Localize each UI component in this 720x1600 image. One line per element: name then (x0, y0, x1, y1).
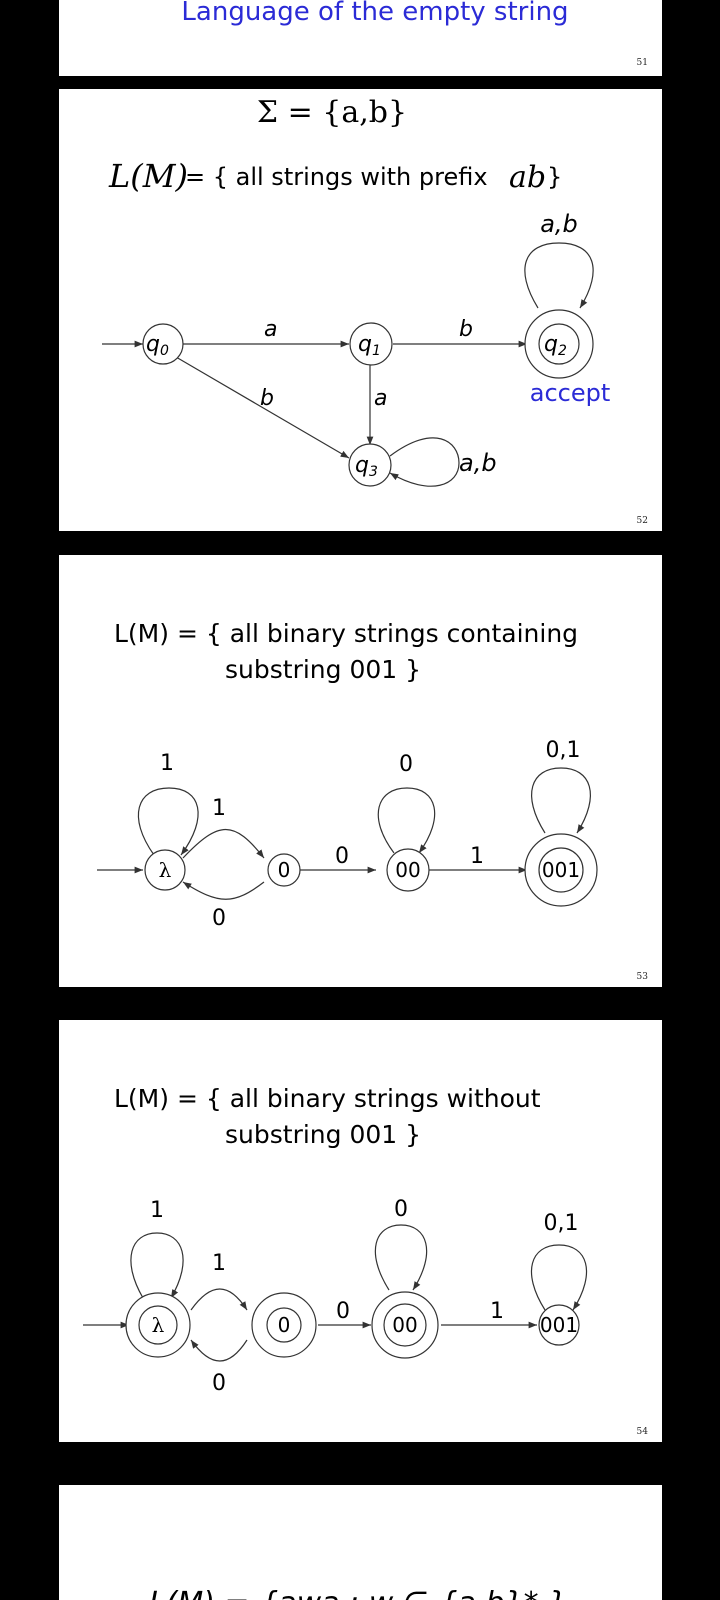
slide-51: Language of the empty string 51 (59, 0, 662, 76)
edge-0-to-lambda (182, 881, 265, 900)
edge-label-loop-00: 0 (394, 1197, 408, 1222)
state-001-outer (524, 833, 598, 907)
state-q2-inner (538, 323, 580, 365)
state-q3-label: q3 (355, 453, 378, 480)
state-0-outer (251, 1292, 317, 1358)
language-lhs: L(M) (108, 157, 188, 195)
edge-label-lambda-to-0: 1 (212, 1251, 226, 1276)
loop-lambda (137, 787, 199, 856)
page-number: 52 (636, 516, 648, 526)
edge-label-00-to-001: 1 (490, 1299, 504, 1324)
edge-label-0-to-00: 0 (335, 844, 349, 869)
state-q0-label: q0 (146, 332, 169, 359)
dfa-without-001-diagram: L(M) = { all binary strings without subs… (83, 1084, 588, 1396)
loop-q2 (524, 242, 594, 309)
state-00-label: 00 (392, 1313, 417, 1337)
state-q1 (349, 322, 393, 366)
loop-q3 (389, 437, 460, 487)
edge-label-lambda-loop: 1 (150, 1198, 164, 1223)
dfa-contains-001-diagram: L(M) = { all binary strings containing s… (97, 619, 598, 931)
language-prefix: ab (509, 160, 546, 195)
edge-label-lambda-to-0: 1 (212, 796, 226, 821)
edge-label-00-to-001: 1 (470, 844, 484, 869)
edge-label-q0-q3: b (260, 386, 274, 411)
language-description: = { all strings with prefix (185, 163, 488, 191)
state-q3 (348, 443, 392, 487)
edge-label-loop-00: 0 (399, 752, 413, 777)
state-q2-outer (524, 309, 594, 379)
slide-54: L(M) = { all binary strings without subs… (59, 1020, 662, 1442)
edge-label-loop-q2: a,b (540, 210, 578, 238)
slide-53: L(M) = { all binary strings containing s… (59, 555, 662, 987)
slide-55: L(M) = {awa : w ∈ {a,b}* } (59, 1485, 662, 1600)
edge-lambda-to-0 (182, 829, 265, 859)
loop-00 (374, 1224, 428, 1291)
state-lambda-inner (138, 1305, 178, 1345)
page-number: 54 (636, 1427, 648, 1437)
state-00-outer (371, 1291, 439, 1359)
loop-lambda (130, 1232, 184, 1299)
state-00-inner (383, 1303, 427, 1347)
loop-001 (530, 1244, 588, 1311)
state-q0 (142, 323, 184, 365)
state-q1-label: q1 (358, 332, 381, 359)
loop-001 (531, 767, 591, 834)
edge-label-loop-001: 0,1 (546, 738, 581, 763)
edge-label-q1-q3: a (374, 386, 387, 411)
slide-55-canvas: L(M) = {awa : w ∈ {a,b}* } (149, 1586, 567, 1600)
language-formula: L(M) = {awa : w ∈ {a,b}* } (149, 1586, 567, 1600)
edge-lambda-to-0 (190, 1288, 248, 1311)
language-line-2: substring 001 } (225, 1120, 421, 1149)
language-line-2: substring 001 } (225, 655, 421, 684)
state-001-label: 001 (540, 1313, 578, 1337)
page-number: 53 (636, 972, 648, 982)
alphabet-definition: Σ = {a,b} (257, 95, 407, 130)
accept-label: accept (530, 379, 611, 407)
state-001 (538, 1304, 580, 1346)
state-lambda-label: λ (152, 1313, 165, 1337)
edge-label-q1-q2: b (459, 317, 473, 342)
edge-label-loop-q3: a,b (459, 449, 497, 477)
state-001-label: 001 (542, 858, 580, 882)
loop-00 (377, 787, 436, 854)
edge-label-0-to-lambda: 0 (212, 906, 226, 931)
edge-label-0-to-lambda: 0 (212, 1371, 226, 1396)
edge-0-to-lambda (190, 1339, 248, 1362)
state-00-label: 00 (395, 858, 420, 882)
state-lambda (144, 849, 186, 891)
state-lambda-outer (125, 1292, 191, 1358)
state-0-label: 0 (278, 1313, 291, 1337)
state-0-label: 0 (278, 858, 291, 882)
slide-51-title: Language of the empty string (181, 0, 568, 27)
page-number: 51 (636, 58, 648, 68)
state-00 (386, 848, 430, 892)
state-q2-label: q2 (544, 332, 567, 359)
slide-51-canvas: Language of the empty string (181, 0, 568, 27)
state-001-inner (538, 847, 584, 893)
state-lambda-label: λ (159, 858, 172, 882)
dfa-prefix-ab-diagram: Σ = {a,b} L(M) = { all strings with pref… (102, 95, 611, 487)
edge-label-0-to-00: 0 (336, 1299, 350, 1324)
edge-label-q0-q1: a (264, 317, 277, 342)
language-close: } (547, 163, 562, 191)
slide-52: Σ = {a,b} L(M) = { all strings with pref… (59, 89, 662, 531)
language-line-1: L(M) = { all binary strings containing (114, 619, 578, 648)
language-line-1: L(M) = { all binary strings without (114, 1084, 541, 1113)
state-0-inner (266, 1307, 302, 1343)
edge-q0-q3 (175, 356, 350, 459)
edge-label-lambda-loop: 1 (160, 751, 174, 776)
state-0 (267, 853, 301, 887)
edge-label-loop-001: 0,1 (544, 1211, 579, 1236)
